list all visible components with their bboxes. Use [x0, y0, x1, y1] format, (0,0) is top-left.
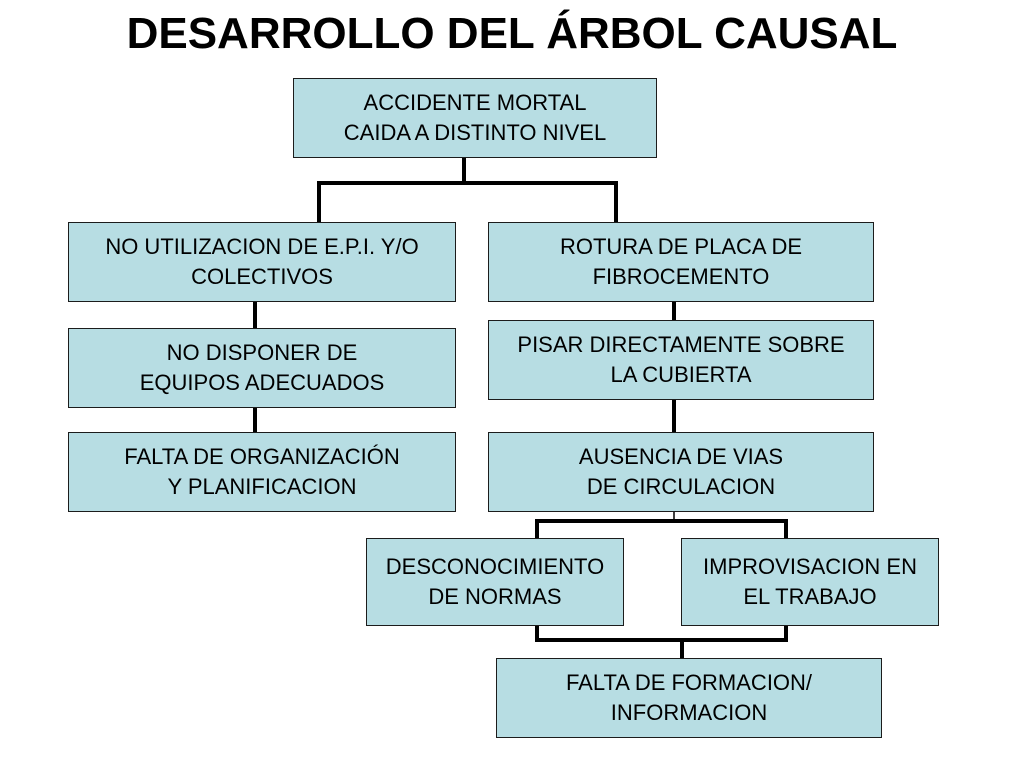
- page-title: DESARROLLO DEL ÁRBOL CAUSAL: [126, 9, 898, 58]
- node-desconocimiento-normas: DESCONOCIMIENTO DE NORMAS: [366, 538, 624, 626]
- node-pisar-cubierta: PISAR DIRECTAMENTE SOBRE LA CUBIERTA: [488, 320, 874, 400]
- node-improvisacion-trabajo: IMPROVISACION EN EL TRABAJO: [681, 538, 939, 626]
- node-rotura-placa: ROTURA DE PLACA DE FIBROCEMENTO: [488, 222, 874, 302]
- node-no-disponer-equipos: NO DISPONER DE EQUIPOS ADECUADOS: [68, 328, 456, 408]
- node-ausencia-vias: AUSENCIA DE VIAS DE CIRCULACION: [488, 432, 874, 512]
- node-falta-formacion: FALTA DE FORMACION/ INFORMACION: [496, 658, 882, 738]
- node-accidente-mortal: ACCIDENTE MORTAL CAIDA A DISTINTO NIVEL: [293, 78, 657, 158]
- node-falta-organizacion: FALTA DE ORGANIZACIÓN Y PLANIFICACION: [68, 432, 456, 512]
- node-no-utilizacion-epi: NO UTILIZACION DE E.P.I. Y/O COLECTIVOS: [68, 222, 456, 302]
